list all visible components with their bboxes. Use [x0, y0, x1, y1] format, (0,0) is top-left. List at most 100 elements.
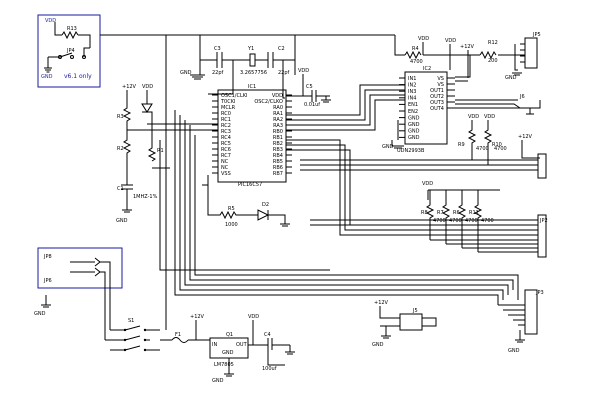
q1-in: IN: [212, 342, 217, 348]
c1-value: 1MHZ-1%: [133, 194, 158, 200]
ic1-left-pin-label: NC: [221, 165, 229, 171]
rbank-resistor: [457, 190, 467, 248]
gnd-label-ic2: GND: [382, 144, 394, 150]
jp8-label: JP8: [43, 254, 52, 260]
top-right-network: R4 4700 VDD R12 200 VDD +12V JP5 GND: [100, 32, 541, 81]
ic1-left-pin-label: T0CKI: [220, 99, 235, 105]
v12-label-j5: +12V: [374, 300, 389, 306]
ic1-right-pin-label: RB6: [273, 165, 283, 171]
r4-value: 4700: [410, 59, 423, 65]
c4-output: VDD C4 100uf: [248, 314, 295, 372]
rbank-label: R8: [421, 210, 428, 216]
ic1-left-pin-label: MCLR: [221, 105, 236, 111]
rbank-value: 4700: [465, 218, 478, 224]
r4-label: R4: [412, 46, 419, 52]
ic1-part: PIC16C57: [238, 182, 262, 188]
gnd-label-q1: GND: [212, 378, 224, 384]
r12-value: 200: [488, 58, 498, 64]
q1-out: OUT: [236, 342, 248, 348]
r5-d2-led: R5 1000 D2: [207, 185, 290, 228]
ic1-right-pin-label: RB0: [273, 129, 283, 135]
f1-fuse: F1 +12V: [160, 314, 210, 343]
gnd-label-c1: GND: [116, 218, 128, 224]
y1-value: 3.2657756: [240, 70, 267, 76]
c4-label: C4: [264, 332, 271, 338]
r10-value: 4700: [494, 146, 507, 152]
ic2-right-pin-label: OUT2: [430, 94, 444, 100]
r10-label: R10: [492, 142, 502, 148]
s1-label: S1: [128, 318, 134, 324]
r3-label: R3: [117, 114, 124, 120]
s1-switch: S1: [105, 318, 160, 352]
c5-decoupling: VDD C5 0.01uf: [286, 68, 331, 108]
r13-label: R13: [67, 26, 77, 32]
ic1-right-pin-label: RA0: [273, 105, 283, 111]
v12-label-jp1: +12V: [518, 134, 533, 140]
rbank-label: R6: [453, 210, 460, 216]
ic2-part: UDN2993B: [397, 148, 425, 154]
c2-label: C2: [278, 46, 285, 52]
rbank-value: 4700: [481, 218, 494, 224]
ic1-right-pins: VDDOSC2/CLKORA0RA1RA2RA3RB0RB1RB2RB3RB4R…: [254, 93, 292, 177]
ic1-right-pin-label: RB5: [273, 159, 283, 165]
rbank-label: R7: [437, 210, 444, 216]
d2-label: D2: [262, 202, 269, 208]
q1-part: LM7805: [214, 362, 234, 368]
left-reset-network: +12V VDD R3 R2 R1 C1 1MHZ-1% GND: [116, 84, 218, 224]
gnd-label-bottom-left: GND: [34, 311, 46, 317]
r9-label: R9: [458, 142, 465, 148]
ic2-left-pin-label: IN4: [408, 96, 416, 102]
version-note: v6.1 only: [64, 73, 92, 80]
gnd-label-crystal: GND: [180, 70, 192, 76]
rbank-label: R11: [469, 210, 479, 216]
ic2-left-pin-label: GND: [408, 122, 420, 128]
c1-label: C1: [117, 186, 124, 192]
vdd-label-reg: VDD: [248, 314, 259, 320]
vdd-label-r9: VDD: [468, 114, 479, 120]
y1-label: Y1: [247, 46, 254, 52]
j6-label: J6: [519, 94, 525, 100]
vdd-label-left: VDD: [142, 84, 153, 90]
ic1-right-pin-label: RA3: [273, 123, 283, 129]
v12-label-fuse: +12V: [190, 314, 205, 320]
ic1-right-pin-label: RA1: [273, 111, 283, 117]
jp4-label: JP4: [66, 48, 75, 54]
ic2-left-pin-label: GND: [408, 135, 420, 141]
c5-label: C5: [306, 84, 313, 90]
ic1-left-pin-label: RC6: [221, 147, 231, 153]
ic1-left-pin-label: RC4: [221, 135, 231, 141]
ic2-left-pin-label: IN2: [408, 82, 416, 88]
jp8-jp6-box: JP8 JP6: [37, 247, 123, 340]
ic1-left-pin-label: RC0: [221, 111, 231, 117]
ic2-udn2993b: IC2 UDN2993B IN1IN2IN3IN4EN1EN2GNDGNDGND…: [382, 55, 471, 154]
q1-ref: Q1: [226, 332, 233, 338]
ic2-left-pin-label: EN1: [408, 102, 418, 108]
vdd-label-ic1: VDD: [298, 68, 309, 74]
ic2-right-pin-label: OUT1: [430, 88, 444, 94]
ic1-left-pin-label: RC2: [221, 123, 231, 129]
c3-value: 22pf: [212, 70, 224, 76]
ic2-left-pin-label: EN2: [408, 109, 418, 115]
ic1-left-pins: OSC1/CLKIT0CKIMCLRRC0RC1RC2RC3RC4RC5RC6R…: [212, 93, 248, 177]
ic2-right-pin-label: OUT4: [430, 106, 444, 112]
v12-label-top: +12V: [460, 44, 475, 50]
ic2-ref: IC2: [423, 66, 431, 72]
q1-regulator: Q1 IN OUT GND LM7805 GND: [209, 332, 249, 384]
vdd-label-r10: VDD: [484, 114, 495, 120]
ic2-right-pin-label: OUT3: [430, 100, 444, 106]
ic2-left-pin-label: GND: [408, 115, 420, 121]
ic2-right-pin-label: VS: [437, 76, 444, 82]
rbank-resistor: [441, 190, 451, 244]
gnd-label-j5: GND: [372, 342, 384, 348]
ic1-left-pin-label: RC5: [221, 141, 231, 147]
c3-label: C3: [214, 46, 221, 52]
ic1-right-pin-label: RB4: [273, 153, 283, 159]
jp3-connector: JP3 GND: [498, 289, 544, 354]
r9-r10-pullups: VDD VDD R9 4700 R10 4700 +12V: [300, 114, 547, 179]
c4-value: 100uf: [262, 366, 277, 372]
vdd-label: VDD: [45, 18, 56, 24]
